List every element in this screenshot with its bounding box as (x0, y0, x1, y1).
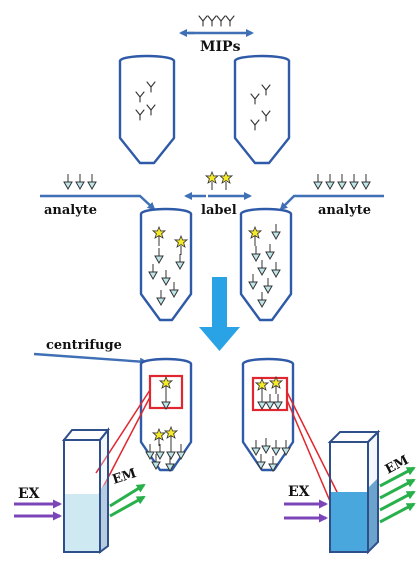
connector-lines-left (95, 389, 151, 498)
label-double-arrow (184, 171, 252, 200)
analyte-arrow-left (40, 173, 156, 211)
centrifuge-arrow (33, 352, 148, 366)
tube-middle-right (239, 207, 293, 322)
emission-arrows-left (109, 483, 146, 518)
label-label: label (201, 203, 237, 218)
em-label-right: EM (383, 453, 412, 478)
tube-middle-left (139, 207, 193, 322)
centrifuge-label: centrifuge (46, 338, 122, 353)
mips-double-arrow (179, 15, 254, 37)
cuvette-left (61, 427, 111, 554)
analyte-arrow-right (279, 173, 384, 211)
mips-label: MIPs (200, 39, 241, 55)
tube-bottom-left (139, 357, 193, 472)
excitation-arrows-left (14, 499, 62, 521)
excitation-arrows-right (284, 499, 328, 523)
process-down-arrow (199, 277, 240, 351)
emission-arrows-right (379, 466, 416, 524)
em-label-left: EM (111, 466, 139, 488)
ex-label-right: EX (288, 484, 310, 500)
highlight-box-right (251, 376, 289, 412)
ex-label-left: EX (18, 486, 40, 502)
tube-top-right (233, 54, 291, 165)
analyte-label-right: analyte (318, 203, 371, 218)
tube-top-left (118, 54, 176, 165)
analyte-label-left: analyte (44, 203, 97, 218)
tube-bottom-right (241, 357, 295, 472)
cuvette-right (327, 429, 381, 555)
